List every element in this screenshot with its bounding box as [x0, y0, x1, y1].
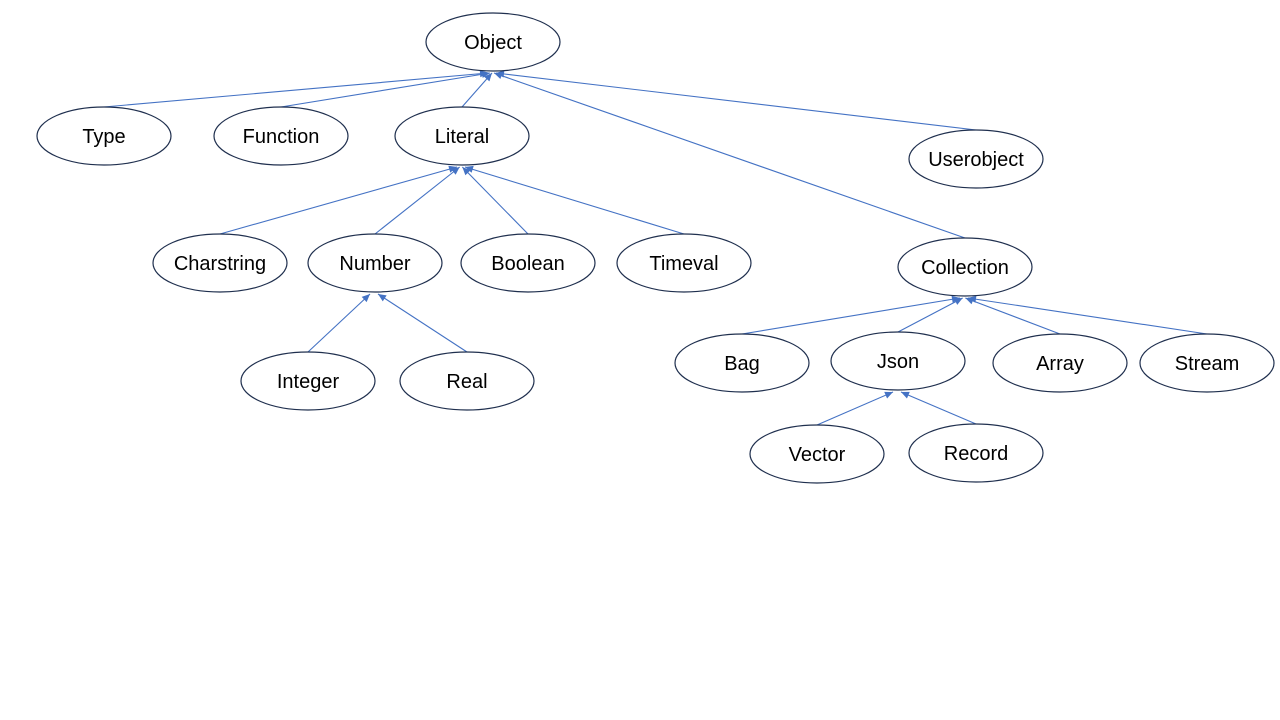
- arrowhead-json-to-collection: [953, 298, 963, 305]
- node-label-record: Record: [944, 443, 1008, 465]
- node-real: Real: [399, 351, 535, 411]
- node-label-object: Object: [464, 32, 522, 54]
- node-ellipse-vector: [749, 424, 885, 484]
- node-label-collection: Collection: [921, 257, 1009, 279]
- node-ellipse-record: [908, 423, 1044, 483]
- arrowhead-integer-to-number: [361, 294, 370, 303]
- node-number: Number: [307, 233, 443, 293]
- node-label-real: Real: [446, 371, 487, 393]
- edge-userobject-to-object: [495, 72, 977, 131]
- arrowhead-literal-to-object: [484, 73, 492, 82]
- node-ellipse-json: [830, 331, 966, 391]
- node-ellipse-type: [36, 106, 172, 166]
- edge-function-to-object: [280, 72, 491, 108]
- node-timeval: Timeval: [616, 233, 752, 293]
- node-object: Object: [425, 12, 561, 72]
- node-label-timeval: Timeval: [649, 253, 718, 275]
- node-ellipse-collection: [897, 237, 1033, 297]
- node-function: Function: [213, 106, 349, 166]
- edge-vector-to-json: [816, 391, 894, 426]
- node-ellipse-timeval: [616, 233, 752, 293]
- arrowhead-timeval-to-literal: [465, 165, 474, 173]
- edges-layer: [103, 70, 1208, 426]
- node-collection: Collection: [897, 237, 1033, 297]
- node-vector: Vector: [749, 424, 885, 484]
- edge-type-to-object: [103, 72, 489, 108]
- arrowhead-vector-to-json: [884, 391, 893, 399]
- node-stream: Stream: [1139, 333, 1275, 393]
- arrowhead-boolean-to-literal: [462, 167, 471, 176]
- node-array: Array: [992, 333, 1128, 393]
- node-type: Type: [36, 106, 172, 166]
- node-label-vector: Vector: [789, 444, 846, 466]
- node-ellipse-number: [307, 233, 443, 293]
- node-ellipse-integer: [240, 351, 376, 411]
- node-ellipse-boolean: [460, 233, 596, 293]
- arrowhead-record-to-json: [901, 391, 910, 399]
- edge-array-to-collection: [965, 297, 1061, 335]
- node-label-type: Type: [82, 126, 125, 148]
- node-ellipse-literal: [394, 106, 530, 166]
- node-boolean: Boolean: [460, 233, 596, 293]
- edge-number-to-literal: [374, 166, 461, 235]
- edge-real-to-number: [377, 293, 468, 353]
- node-ellipse-bag: [674, 333, 810, 393]
- edge-collection-to-object: [493, 72, 966, 239]
- edge-integer-to-number: [307, 293, 371, 353]
- node-label-array: Array: [1036, 353, 1084, 375]
- node-userobject: Userobject: [908, 129, 1044, 189]
- node-bag: Bag: [674, 333, 810, 393]
- edge-boolean-to-literal: [461, 166, 529, 235]
- arrowhead-function-to-object: [481, 70, 490, 78]
- edge-timeval-to-literal: [464, 166, 685, 235]
- arrowhead-userobject-to-object: [496, 70, 505, 78]
- node-ellipse-array: [992, 333, 1128, 393]
- node-record: Record: [908, 423, 1044, 483]
- edge-record-to-json: [900, 391, 977, 425]
- node-label-stream: Stream: [1175, 353, 1239, 375]
- node-label-integer: Integer: [277, 371, 340, 393]
- node-label-bag: Bag: [724, 353, 760, 375]
- edge-json-to-collection: [897, 297, 963, 333]
- edge-bag-to-collection: [741, 297, 961, 335]
- node-json: Json: [830, 331, 966, 391]
- node-ellipse-object: [425, 12, 561, 72]
- node-label-boolean: Boolean: [491, 253, 564, 275]
- arrowhead-number-to-literal: [451, 167, 460, 175]
- edge-stream-to-collection: [967, 297, 1208, 335]
- node-integer: Integer: [240, 351, 376, 411]
- node-ellipse-real: [399, 351, 535, 411]
- node-label-json: Json: [877, 351, 919, 373]
- node-literal: Literal: [394, 106, 530, 166]
- arrowhead-stream-to-collection: [968, 295, 977, 303]
- node-label-function: Function: [243, 126, 320, 148]
- node-ellipse-userobject: [908, 129, 1044, 189]
- node-ellipse-stream: [1139, 333, 1275, 393]
- node-ellipse-charstring: [152, 233, 288, 293]
- node-charstring: Charstring: [152, 233, 288, 293]
- node-label-literal: Literal: [435, 126, 489, 148]
- node-label-userobject: Userobject: [928, 149, 1024, 171]
- node-label-charstring: Charstring: [174, 253, 266, 275]
- arrowhead-real-to-number: [378, 294, 387, 302]
- node-ellipse-function: [213, 106, 349, 166]
- edge-charstring-to-literal: [219, 166, 458, 235]
- node-label-number: Number: [339, 253, 410, 275]
